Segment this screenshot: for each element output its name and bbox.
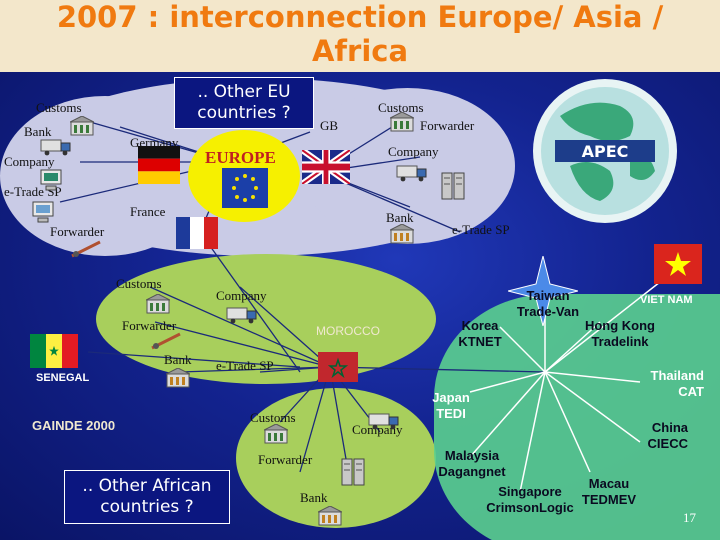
other-african-countries-text: .. Other African countries ?: [82, 476, 212, 517]
gb-country-label: GB: [320, 118, 339, 133]
france-flag-icon: [176, 217, 218, 249]
compass-star-icon: [507, 255, 579, 327]
computer-icon: [40, 169, 62, 191]
morocco-company-top-label: Company: [216, 288, 267, 303]
bank-building-icon: [264, 424, 288, 444]
morocco-country-label: MOROCCO: [316, 324, 380, 338]
morocco-company-bottom-label: Company: [352, 422, 403, 437]
morocco-bank-bottom-label: Bank: [300, 490, 328, 505]
gb-forwarder-label: Forwarder: [420, 118, 475, 133]
other-african-countries-callout: .. Other African countries ?: [64, 470, 230, 524]
truck-icon: [40, 139, 71, 156]
morocco-customs-bottom-label: Customs: [250, 410, 296, 425]
korea-label: Korea KTNET: [458, 318, 502, 349]
taiwan-label: Taiwan Trade-Van: [516, 288, 580, 319]
malaysia-label: Malaysia Dagangnet: [438, 448, 506, 479]
bank-building-icon: [390, 112, 414, 132]
morocco-bank-top-label: Bank: [164, 352, 192, 367]
morocco-forwarder-bottom-label: Forwarder: [258, 452, 313, 467]
page-number: 17: [683, 510, 696, 525]
vietnam-label: VIET NAM: [640, 294, 693, 306]
china-label: China CIECC: [647, 420, 688, 451]
truck-icon: [71, 240, 101, 258]
japan-label: Japan TEDI: [432, 390, 470, 421]
bank-building-icon: [390, 224, 414, 244]
asia-area: [434, 294, 720, 540]
bank-building-icon: [318, 506, 342, 526]
gb-company-label: Company: [388, 144, 439, 159]
truck-icon: [151, 332, 181, 350]
gb-customs-label: Customs: [378, 100, 424, 115]
singapore-label: Singapore CrimsonLogic: [486, 484, 574, 515]
page-title-line-2: Africa: [311, 34, 409, 68]
other-eu-countries-callout: .. Other EU countries ?: [174, 77, 314, 129]
morocco-forwarder-top-label: Forwarder: [122, 318, 177, 333]
morocco-customs-top-label: Customs: [116, 276, 162, 291]
hongkong-label: Hong Kong Tradelink: [584, 318, 656, 349]
germany-forwarder-label: Forwarder: [50, 224, 105, 239]
page-title: 2007 : interconnection Europe/ Asia /: [56, 0, 664, 34]
truck-icon: [368, 413, 399, 430]
uk-flag-icon: [302, 150, 350, 184]
title-bar: 2007 : interconnection Europe/ Asia / Af…: [0, 0, 720, 72]
other-eu-countries-text: .. Other EU countries ?: [197, 82, 291, 123]
senegal-system-label: GAINDE 2000: [32, 418, 116, 433]
gb-bank-label: Bank: [386, 210, 414, 225]
truck-icon: [226, 307, 257, 324]
africa-cloud-bottom: [236, 388, 436, 528]
macau-label: Macau TEDMEV: [581, 476, 637, 507]
vietnam-flag-icon: [654, 244, 702, 284]
thailand-label: Thailand CAT: [650, 368, 704, 399]
france-country-label: France: [130, 204, 166, 219]
germany-customs-label: Customs: [36, 100, 82, 115]
germany-flag-icon: [138, 146, 180, 184]
bank-building-icon: [70, 116, 94, 136]
senegal-flag-icon: [30, 334, 78, 368]
gb-etrade-label: e-Trade SP: [452, 222, 510, 237]
bank-building-icon: [166, 368, 190, 388]
bank-building-icon: [146, 294, 170, 314]
morocco-flag-icon: [318, 352, 358, 382]
senegal-country-label: SENEGAL: [36, 372, 90, 384]
computer-icon: [32, 201, 54, 223]
morocco-etrade-label: e-Trade SP: [216, 358, 274, 373]
africa-cloud-top: [96, 254, 436, 384]
europe-badge-label: EUROPE: [205, 148, 276, 167]
truck-icon: [396, 165, 427, 182]
eu-flag-icon: [222, 168, 268, 208]
apec-logo-text: APEC: [582, 142, 629, 161]
germany-bank-label: Bank: [24, 124, 52, 139]
server-icon: [441, 172, 465, 200]
server-icon: [341, 458, 365, 486]
germany-company-label: Company: [4, 154, 55, 169]
apec-globe-icon: APEC: [530, 76, 680, 226]
diagram-stage: .. Other EU countries ? Customs Bank Com…: [0, 72, 720, 540]
